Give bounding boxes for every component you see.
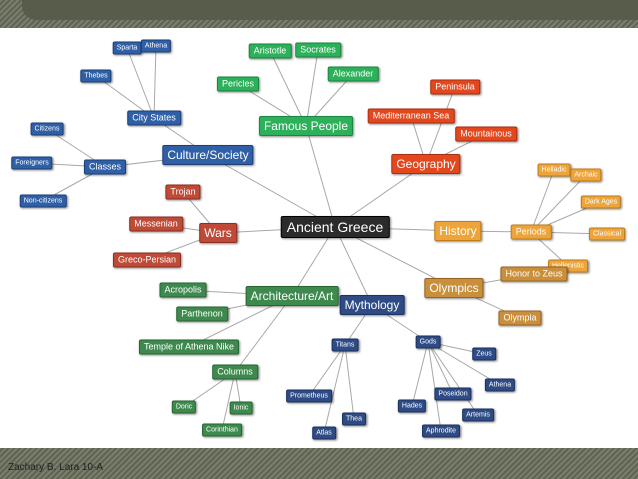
node-acropolis: Acropolis <box>159 282 207 298</box>
node-famous-people: Famous People <box>258 116 354 136</box>
node-aristotle: Aristotle <box>248 43 292 59</box>
node-socrates: Socrates <box>295 42 341 58</box>
node-aphrodite: Aphrodite <box>422 424 460 438</box>
node-mountainous: Mountainous <box>455 126 517 142</box>
node-hades: Hades <box>397 399 427 413</box>
node-titans: Titans <box>331 338 359 352</box>
header-band <box>22 0 638 20</box>
node-classes: Classes <box>83 159 127 175</box>
node-doric: Doric <box>171 400 197 414</box>
node-gods: Gods <box>415 335 441 349</box>
node-athena-god: Athena <box>484 378 516 392</box>
node-atlas: Atlas <box>312 426 336 440</box>
node-thebes: Thebes <box>80 69 112 83</box>
node-periods: Periods <box>510 224 552 240</box>
node-citizens: Citizens <box>30 122 64 136</box>
node-mythology: Mythology <box>339 295 405 315</box>
node-olympia: Olympia <box>498 310 542 326</box>
node-culture-society: Culture/Society <box>162 145 254 165</box>
mind-map-slide: Ancient Greece Culture/Society City Stat… <box>0 28 638 473</box>
node-non-citizens: Non-citizens <box>19 194 67 208</box>
node-artemis: Artemis <box>462 408 494 422</box>
node-thea: Thea <box>342 412 366 426</box>
node-classical: Classical <box>588 227 626 241</box>
node-greco-persian: Greco-Persian <box>112 252 182 268</box>
node-trojan: Trojan <box>165 184 201 200</box>
node-archaic: Archaic <box>570 168 602 182</box>
node-foreigners: Foreigners <box>11 156 53 170</box>
node-pericles: Pericles <box>216 76 260 92</box>
author-credit: Zachary B. Lara 10-A <box>8 462 104 473</box>
node-prometheus: Prometheus <box>286 389 332 403</box>
node-corinthian: Corinthian <box>202 423 242 437</box>
node-messenian: Messenian <box>129 216 183 232</box>
node-helladic: Helladic <box>537 163 571 177</box>
node-alexander: Alexander <box>327 66 379 82</box>
node-parthenon: Parthenon <box>176 306 228 322</box>
node-mediterranean-sea: Mediterranean Sea <box>367 108 455 124</box>
node-temple-of-athena-nike: Temple of Athena Nike <box>138 339 240 355</box>
node-zeus: Zeus <box>472 347 496 361</box>
node-architecture-art: Architecture/Art <box>245 286 339 306</box>
node-ancient-greece: Ancient Greece <box>280 216 390 238</box>
node-athena-city: Athena <box>140 39 172 53</box>
node-geography: Geography <box>391 154 461 174</box>
node-olympics: Olympics <box>424 278 484 298</box>
node-ionic: Ionic <box>229 401 253 415</box>
node-peninsula: Peninsula <box>430 79 480 95</box>
node-dark-ages: Dark Ages <box>580 195 622 209</box>
node-history: History <box>434 221 482 241</box>
node-honor-to-zeus: Honor to Zeus <box>500 266 568 282</box>
node-city-states: City States <box>127 110 181 126</box>
node-sparta: Sparta <box>112 41 142 55</box>
node-columns: Columns <box>212 364 258 380</box>
node-poseidon: Poseidon <box>434 387 472 401</box>
node-wars: Wars <box>199 223 237 243</box>
